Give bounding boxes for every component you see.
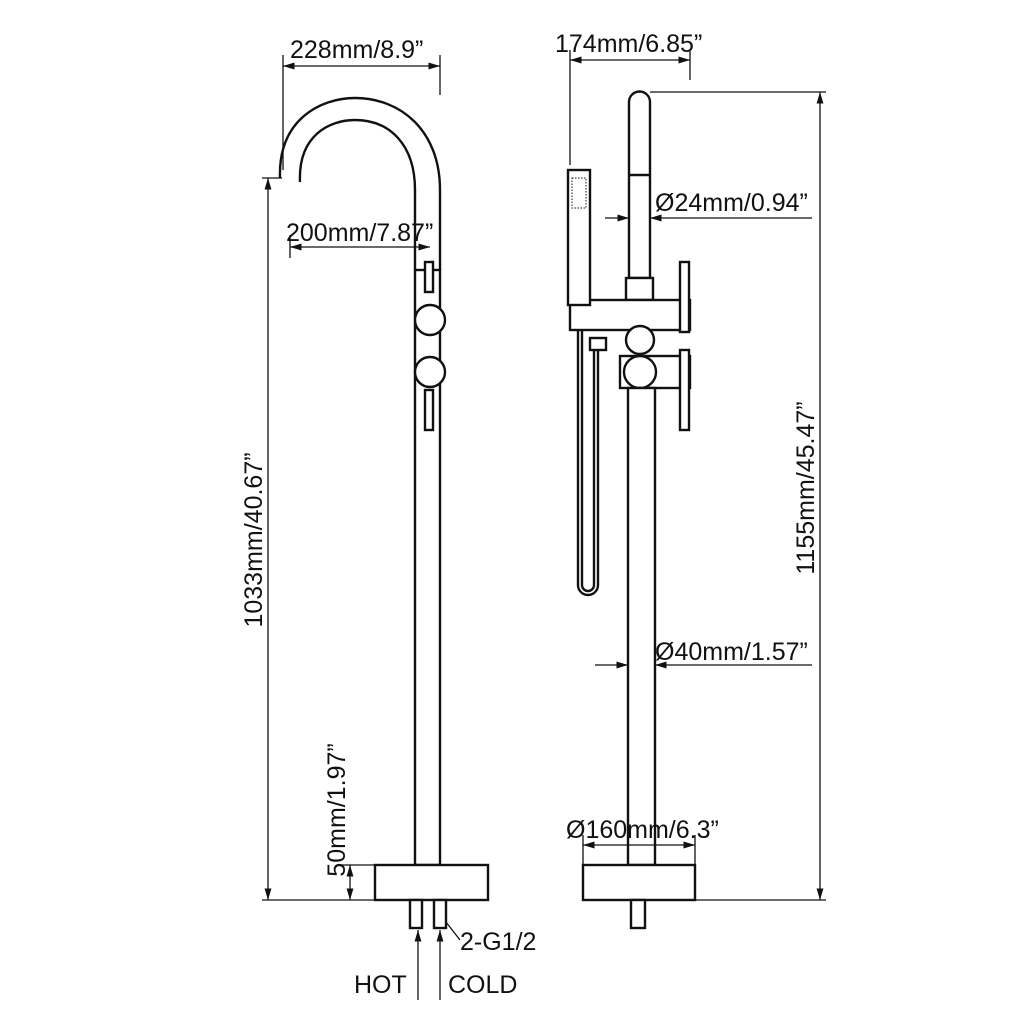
spout-inner-reach-label: 200mm/7.87” [286,219,433,247]
main-pipe [626,386,657,867]
inlet-label: 2-G1/2 [460,928,536,956]
left-bottom-lever [423,388,435,432]
right-dimensions [569,50,826,901]
base-height-label: 50mm/1.97” [323,743,351,876]
hand-shower [566,168,592,307]
spout-reach-label: 228mm/8.9” [290,36,423,64]
hot-inlet [408,898,424,930]
cold-inlet [432,898,448,930]
lower-handle [622,354,658,390]
spout [278,96,442,270]
total-height-label: 1155mm/45.47” [792,401,820,574]
hose [576,330,600,597]
left-dimensions [262,55,461,1000]
right-faucet [566,90,697,930]
right-base [581,863,697,902]
hand-shower-offset-label: 174mm/6.85” [555,30,702,58]
upper-pipe [627,90,652,280]
cold-label: COLD [448,971,517,999]
base-diameter-label: Ø160mm/6.3” [566,816,719,844]
left-top-lever [423,260,435,294]
upper-lever [678,260,691,334]
left-faucet [278,96,490,930]
spout-height-label: 1033mm/40.67” [240,452,268,627]
lower-lever [678,348,691,432]
middle-knob [624,324,656,356]
hose-connector [588,336,608,352]
hot-label: HOT [354,971,407,999]
upper-pipe-diameter-label: Ø24mm/0.94” [655,189,808,217]
left-upper-handle [413,303,447,337]
supply-nut [629,898,647,930]
diverter [624,276,655,302]
left-lower-handle [413,355,447,389]
left-base [373,863,490,902]
main-pipe-diameter-label: Ø40mm/1.57” [655,638,808,666]
